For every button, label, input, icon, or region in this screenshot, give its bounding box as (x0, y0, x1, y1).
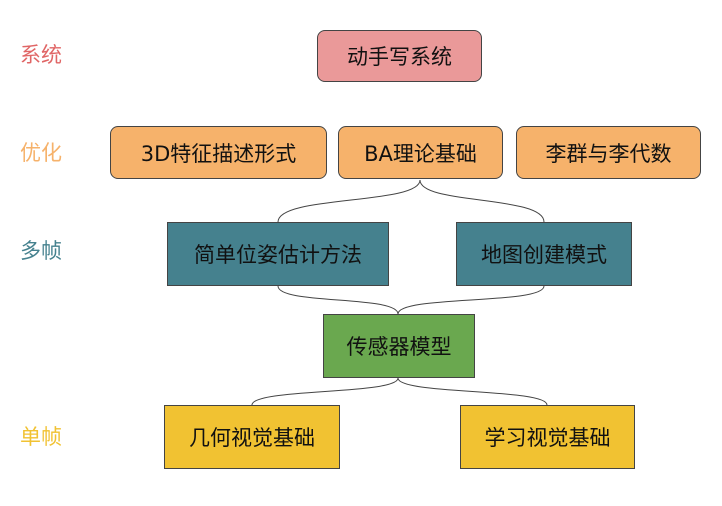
node-feature-descriptor: 3D特征描述形式 (110, 126, 327, 179)
node-ba-basics: BA理论基础 (338, 126, 503, 179)
connector-sensor-to-geometric (251, 377, 399, 406)
layer-label-multiframe: 多帧 (20, 239, 62, 263)
connector-sensor-to-learning (397, 377, 548, 406)
node-pose-estimation: 简单位姿估计方法 (167, 222, 389, 286)
node-map-building: 地图创建模式 (456, 222, 632, 286)
node-geometric-vision: 几何视觉基础 (164, 405, 340, 469)
connector-pose-to-sensor (277, 285, 399, 315)
layer-label-optimization: 优化 (20, 141, 62, 165)
connector-ba-to-map (419, 179, 545, 223)
layer-label-singleframe: 单帧 (20, 425, 62, 449)
connector-map-to-sensor (397, 285, 545, 315)
node-system: 动手写系统 (317, 30, 482, 82)
layer-label-system: 系统 (20, 43, 62, 67)
node-learning-vision: 学习视觉基础 (460, 405, 635, 469)
node-lie-algebra: 李群与李代数 (516, 126, 701, 179)
connector-ba-to-pose (277, 179, 421, 223)
node-sensor-model: 传感器模型 (323, 314, 475, 378)
